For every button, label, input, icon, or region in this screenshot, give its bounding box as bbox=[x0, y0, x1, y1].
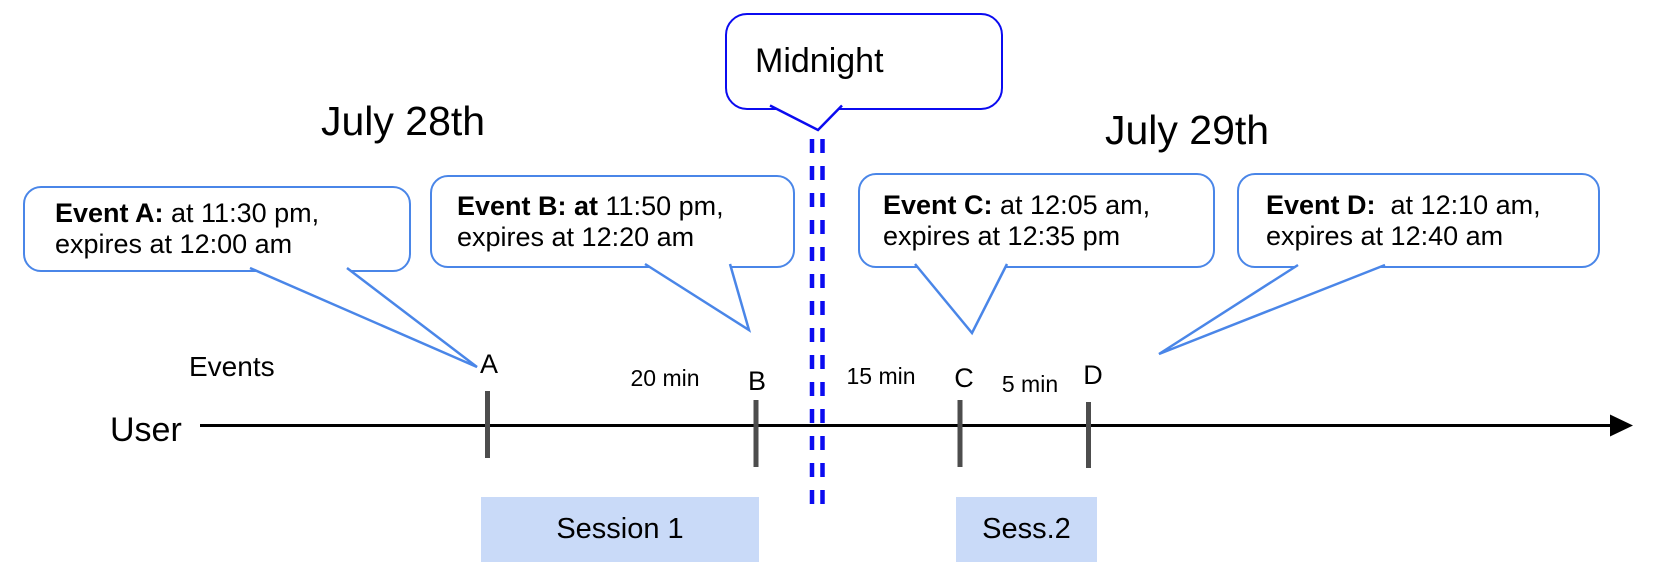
event-b-line2: expires at 12:20 am bbox=[457, 221, 695, 252]
event-letter-a: A bbox=[479, 349, 499, 379]
event-c-bubble: Event C: at 12:05 am, expires at 12:35 p… bbox=[858, 173, 1215, 268]
event-b-bubble-tail bbox=[644, 262, 752, 333]
event-c-line2: expires at 12:35 pm bbox=[883, 220, 1121, 251]
event-c-line1: Event C: at 12:05 am, bbox=[883, 190, 1213, 221]
timeline-arrowhead-icon bbox=[1610, 414, 1633, 437]
interval-label-20min: 20 min bbox=[630, 365, 700, 391]
date-july-29: July 29th bbox=[1105, 107, 1270, 153]
midnight-label: Midnight bbox=[755, 42, 884, 80]
events-axis-label: Events bbox=[189, 351, 275, 382]
event-b-title: Event B: at bbox=[457, 190, 599, 221]
event-d-line1: Event D: at 12:10 am, bbox=[1266, 190, 1598, 221]
event-letter-b: B bbox=[747, 366, 767, 396]
event-a-line1: Event A: at 11:30 pm, bbox=[55, 198, 409, 229]
event-letter-d: D bbox=[1083, 360, 1103, 390]
event-d-time: at 12:10 am, bbox=[1375, 189, 1541, 220]
date-july-28: July 28th bbox=[321, 98, 486, 144]
event-d-bubble: Event D: at 12:10 am, expires at 12:40 a… bbox=[1237, 173, 1600, 268]
session-1-box: Session 1 bbox=[481, 497, 759, 562]
session-2-label: Sess.2 bbox=[982, 513, 1071, 545]
event-a-time: at 11:30 pm, bbox=[163, 198, 320, 228]
event-d-title: Event D: bbox=[1266, 189, 1376, 220]
event-a-line2: expires at 12:00 am bbox=[55, 229, 293, 259]
interval-label-15min: 15 min bbox=[846, 363, 916, 389]
event-a-title: Event A: bbox=[55, 198, 164, 228]
session-2-box: Sess.2 bbox=[956, 497, 1097, 562]
event-c-title: Event C: bbox=[883, 189, 993, 220]
user-axis-label: User bbox=[110, 411, 182, 449]
event-b-time: 11:50 pm, bbox=[598, 190, 724, 221]
event-d-line2: expires at 12:40 am bbox=[1266, 220, 1504, 251]
event-b-bubble: Event B: at 11:50 pm, expires at 12:20 a… bbox=[430, 175, 795, 268]
event-c-bubble-tail bbox=[914, 263, 1009, 336]
event-c-time: at 12:05 am, bbox=[992, 189, 1151, 220]
event-b-line1: Event B: at 11:50 pm, bbox=[457, 191, 793, 222]
event-a-bubble-tail bbox=[249, 266, 478, 369]
event-d-bubble-tail bbox=[1158, 263, 1386, 356]
session-1-label: Session 1 bbox=[556, 513, 684, 545]
interval-label-5min: 5 min bbox=[1001, 371, 1059, 397]
event-a-bubble: Event A: at 11:30 pm, expires at 12:00 a… bbox=[23, 186, 411, 272]
event-letter-c: C bbox=[954, 363, 974, 393]
midnight-bubble: Midnight bbox=[725, 13, 1003, 110]
